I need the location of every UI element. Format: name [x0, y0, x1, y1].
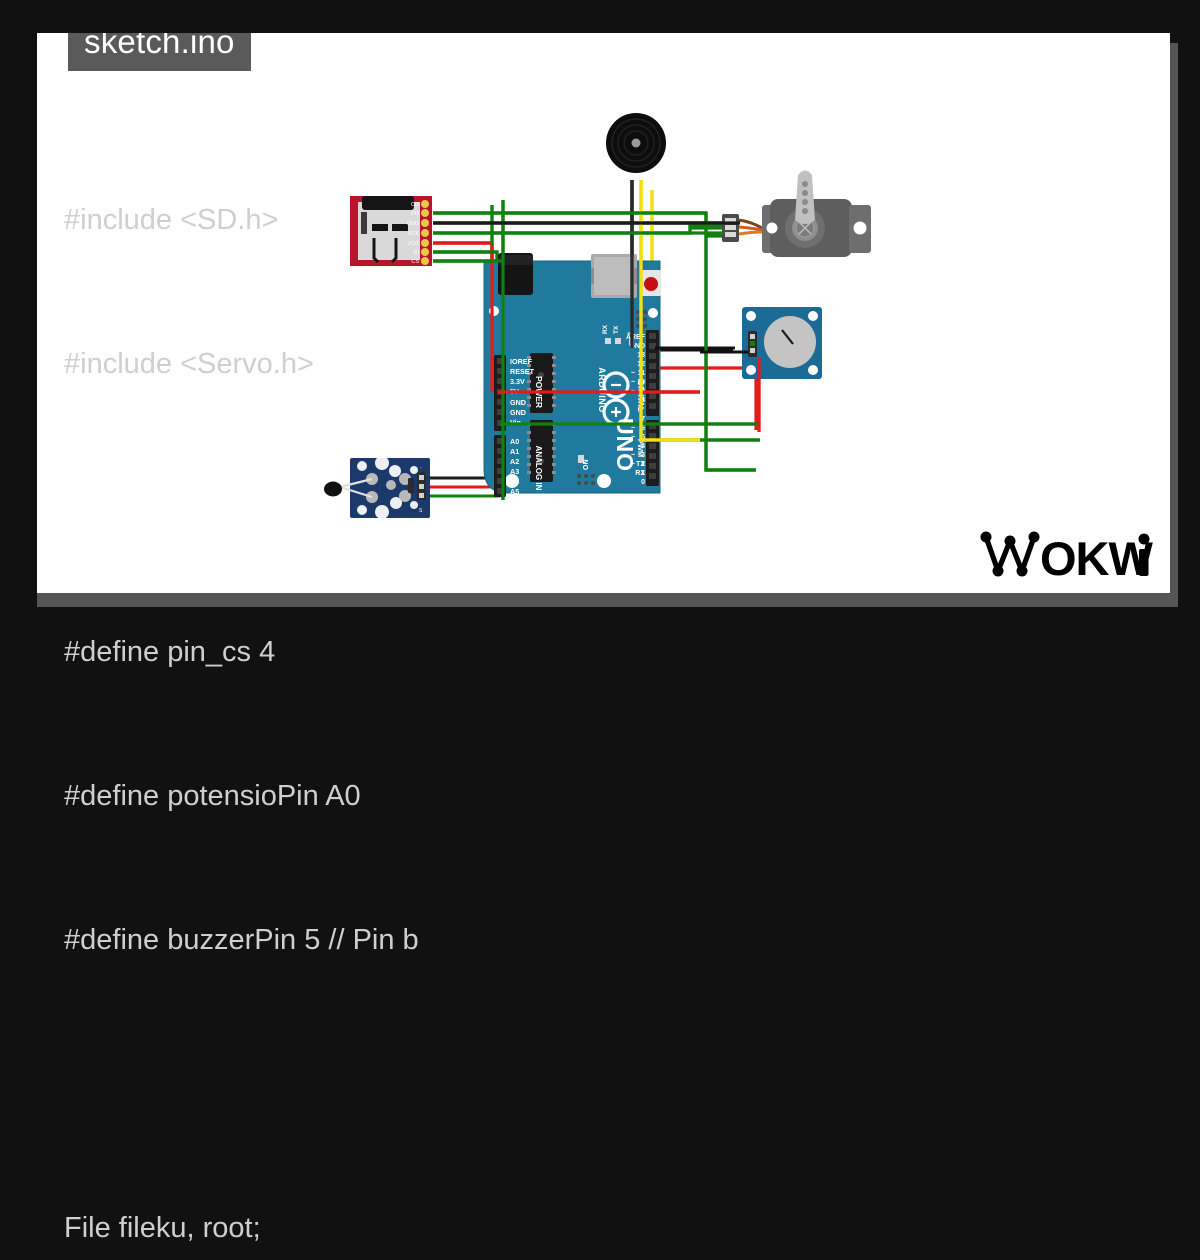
svg-text:GND: GND	[407, 221, 419, 227]
circuit-diagram: CD DO GND SCK VCC DI CS	[324, 113, 871, 519]
svg-text:4: 4	[641, 443, 645, 450]
svg-text:A3: A3	[510, 467, 519, 476]
thermistor-module: - S	[324, 456, 430, 519]
svg-text:UNO: UNO	[612, 418, 638, 472]
servo-motor	[722, 170, 871, 257]
svg-text:5: 5	[641, 434, 645, 441]
svg-text:VCC: VCC	[407, 241, 419, 247]
code-line-4: #define pin_cs 4	[64, 636, 276, 668]
buzzer	[606, 113, 666, 173]
svg-text:~: ~	[631, 461, 635, 468]
bottom-frame	[0, 607, 1200, 630]
page-bottom-shadow	[37, 593, 1178, 607]
right-frame	[1178, 0, 1200, 630]
svg-text:ARDUINO: ARDUINO	[597, 367, 607, 413]
svg-text:1: 1	[641, 470, 645, 477]
left-frame	[0, 0, 37, 630]
svg-text:DI: DI	[414, 250, 420, 256]
svg-text:ANALOG IN: ANALOG IN	[534, 446, 543, 491]
svg-text:RESET: RESET	[510, 367, 535, 376]
svg-text:~: ~	[631, 370, 635, 377]
svg-text:A2: A2	[510, 457, 519, 466]
svg-text:GND: GND	[510, 398, 526, 407]
svg-text:PWM: PWM	[636, 439, 645, 457]
svg-text:ON: ON	[583, 460, 590, 471]
svg-text:GND: GND	[510, 408, 526, 417]
code-line-7	[64, 1060, 764, 1108]
sd-card-module: CD DO GND SCK VCC DI CS	[350, 196, 432, 266]
svg-text:8: 8	[641, 397, 645, 404]
svg-text:~: ~	[631, 379, 635, 386]
svg-text:RX: RX	[602, 324, 609, 334]
svg-text:0: 0	[641, 479, 645, 486]
wire-overlay	[433, 180, 761, 500]
code-line-5: #define potensioPin A0	[64, 780, 361, 812]
svg-text:3.3V: 3.3V	[510, 377, 525, 386]
svg-text:SCK: SCK	[408, 231, 420, 237]
svg-text:OKW: OKW	[1040, 532, 1154, 585]
svg-text:A0: A0	[510, 437, 519, 446]
svg-text:A1: A1	[510, 447, 519, 456]
svg-text:A5: A5	[510, 487, 519, 496]
svg-text:7: 7	[641, 416, 645, 423]
svg-text:~: ~	[631, 425, 635, 432]
svg-text:-: -	[420, 465, 422, 471]
code-line-8: File fileku, root;	[64, 1212, 261, 1244]
potentiometer-module	[742, 307, 822, 379]
svg-text:S: S	[419, 508, 423, 514]
svg-text:AREF: AREF	[626, 334, 646, 341]
svg-text:IOREF: IOREF	[510, 357, 533, 366]
svg-text:GND: GND	[629, 343, 645, 350]
svg-text:3: 3	[641, 452, 645, 459]
svg-text:~: ~	[631, 452, 635, 459]
svg-text:CD: CD	[411, 202, 419, 208]
top-frame	[0, 0, 1200, 33]
svg-text:2: 2	[641, 461, 645, 468]
svg-text:TX: TX	[636, 461, 645, 468]
svg-text:CS: CS	[411, 259, 419, 265]
code-line-6: #define buzzerPin 5 // Pin b	[64, 924, 419, 956]
arduino-uno-board: IOREF RESET 3.3V 5V GND GND Vin A0 A1 A2…	[483, 253, 661, 497]
svg-text:A4: A4	[510, 477, 519, 486]
svg-text:6: 6	[641, 425, 645, 432]
svg-text:RX: RX	[635, 470, 645, 477]
svg-text:DO: DO	[411, 211, 420, 217]
svg-text:TX: TX	[613, 325, 620, 334]
wokwi-logo: OKW	[980, 531, 1155, 585]
svg-text:~: ~	[631, 434, 635, 441]
